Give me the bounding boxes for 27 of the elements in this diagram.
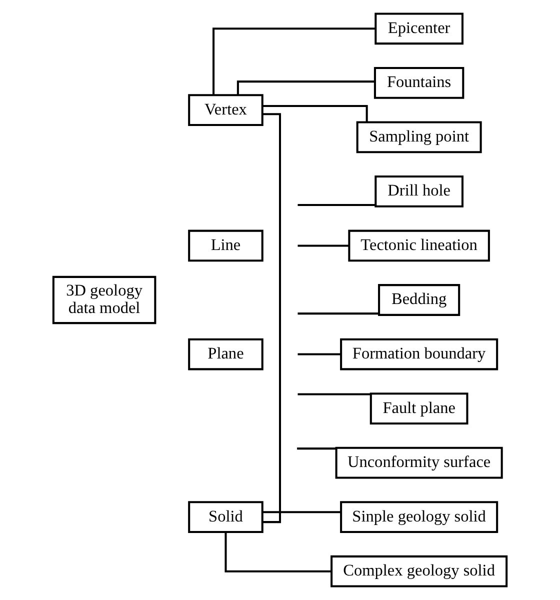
- connector: [297, 448, 336, 450]
- connector: [224, 532, 332, 572]
- connector: [262, 511, 341, 514]
- connector: [298, 244, 349, 247]
- node-box: Fault plane: [370, 392, 468, 424]
- node-box: Line: [188, 230, 264, 262]
- node-box: Unconformity surface: [335, 446, 503, 479]
- connector: [262, 113, 282, 524]
- connector: [298, 204, 376, 206]
- connector: [236, 80, 375, 94]
- node-box: Sinple geology solid: [340, 501, 498, 534]
- node-box: Sampling point: [356, 121, 482, 154]
- connector: [298, 353, 341, 356]
- connector: [298, 393, 370, 396]
- node-box: Drill hole: [374, 176, 464, 208]
- node-box: Bedding: [378, 284, 460, 316]
- node-box: Solid: [188, 501, 264, 534]
- node-box: Plane: [188, 338, 264, 370]
- node-box: 3D geology data model: [52, 276, 156, 324]
- node-box: Formation boundary: [340, 338, 498, 370]
- node-box: Tectonic lineation: [348, 230, 490, 262]
- node-box: Complex geology solid: [330, 555, 508, 588]
- node-box: Epicenter: [374, 12, 464, 45]
- connector: [298, 312, 379, 315]
- connector: [212, 28, 376, 96]
- node-box: Vertex: [188, 94, 264, 126]
- node-box: Fountains: [374, 66, 464, 99]
